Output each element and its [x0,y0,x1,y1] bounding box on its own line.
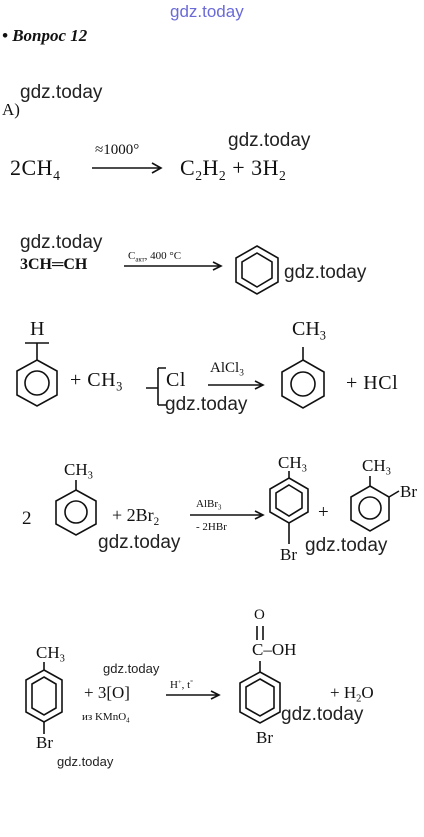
r3-cl: Cl [166,369,186,391]
r2-arrow [124,261,223,271]
r5-arrow [166,690,221,700]
r4-benzene-reactant [55,489,97,536]
r4-catalyst: AlBr3 [196,498,222,512]
watermark: gdz.today [20,82,103,103]
watermark: gdz.today [284,262,367,283]
r5-benzene-product [239,671,281,724]
r1-condition: ≈1000° [95,142,140,158]
r3-hcl: + HCl [346,372,399,394]
r3-bracket [146,367,166,406]
r5-acid-br: Br [256,728,273,747]
r3-h-atom: H [30,318,45,340]
watermark: gdz.today [57,754,114,769]
r2-reactant: 3CH═CH [20,256,88,273]
watermark: gdz.today [165,394,248,415]
r4-reagent: + 2Br2 [112,505,160,528]
watermark-top: gdz.today [170,2,244,21]
r4-reactant-ch3: CH3 [64,460,93,482]
watermark: gdz.today [20,232,103,253]
r5-reactant-br: Br [36,733,53,752]
watermark: gdz.today [305,535,388,556]
r3-product-ch3: CH3 [292,318,326,343]
r5-condition: H+, t° [170,679,193,691]
r4-p2-ch3: CH3 [362,456,391,478]
r3-catalyst: AlCl3 [210,360,244,379]
r4-benzene-ortho [350,485,390,532]
r3-methyl: + CH3 [70,369,123,394]
r4-coef: 2 [22,508,32,529]
r2-benzene [235,245,279,295]
r5-acid-cooh: C–OH [252,640,297,659]
r1-products: C2H2 + 3H2 [180,155,287,183]
r3-arrow [208,380,265,390]
r5-reactant-ch3: CH3 [36,643,65,665]
part-label: А) [2,100,20,119]
r3-benzene-reactant [16,359,58,407]
watermark: gdz.today [228,130,311,151]
r4-plus: + [318,502,329,523]
r4-arrow [190,510,265,520]
r3-benzene-product [281,359,325,409]
r4-p1-br: Br [280,545,297,564]
r1-arrow [92,162,163,174]
r4-byproduct: - 2HBr [196,521,227,533]
r4-p1-ch3: CH3 [278,453,307,475]
r5-water: + H2O [330,683,374,705]
r2-condition: Cакт, 400 °C [128,250,182,264]
watermark: gdz.today [281,704,364,725]
question-title: • Вопрос 12 [2,26,88,45]
r4-p2-br: Br [400,482,417,501]
r5-oxidant: + 3[O] [84,683,130,702]
r5-source: из KMnO4 [82,711,130,725]
watermark: gdz.today [103,661,160,676]
watermark: gdz.today [98,532,181,553]
r5-acid-o: O [254,607,265,623]
r1-reactant: 2CH4 [10,155,61,183]
